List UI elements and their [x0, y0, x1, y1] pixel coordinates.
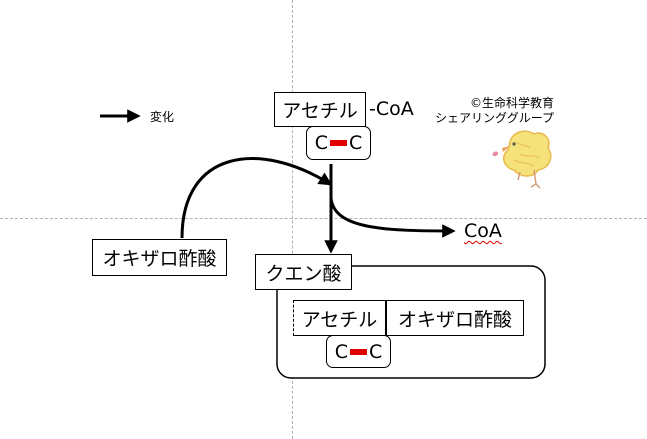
- acetyl-box-inner: アセチル: [293, 300, 386, 336]
- oxaloacetate-to-junction-arrow: [180, 157, 333, 239]
- carbon-right-inner: C: [369, 340, 383, 363]
- chick-mascot-illustration: [492, 130, 552, 189]
- carbon-bond-top: C C: [306, 126, 371, 160]
- horizontal-guide-line: [0, 218, 647, 219]
- coa-released-label: CoA: [464, 220, 502, 242]
- citrate-title-box: クエン酸: [255, 254, 352, 290]
- credit-line1: ©生命科学教育: [469, 96, 554, 110]
- carbon-left-inner: C: [334, 340, 348, 363]
- carbon-left: C: [314, 132, 328, 154]
- legend-label: 変化: [150, 110, 175, 124]
- coa-released-text: CoA: [464, 220, 502, 242]
- oxaloacetate-box: オキザロ酢酸: [92, 239, 227, 276]
- credit-block: ©生命科学教育 シェアリンググループ: [420, 96, 554, 126]
- oxaloacetate-box-inner: オキザロ酢酸: [386, 300, 524, 336]
- vertical-guide-line: [292, 0, 293, 439]
- carbon-right: C: [349, 132, 363, 154]
- acetyl-box-top: アセチル: [274, 92, 366, 127]
- bond-mark-inner: [350, 348, 367, 355]
- credit-line2: シェアリンググループ: [434, 111, 554, 125]
- bond-mark: [330, 140, 347, 146]
- coa-release-arrow: [329, 197, 456, 238]
- coa-suffix: -CoA: [369, 98, 414, 120]
- carbon-bond-inner: C C: [326, 335, 391, 368]
